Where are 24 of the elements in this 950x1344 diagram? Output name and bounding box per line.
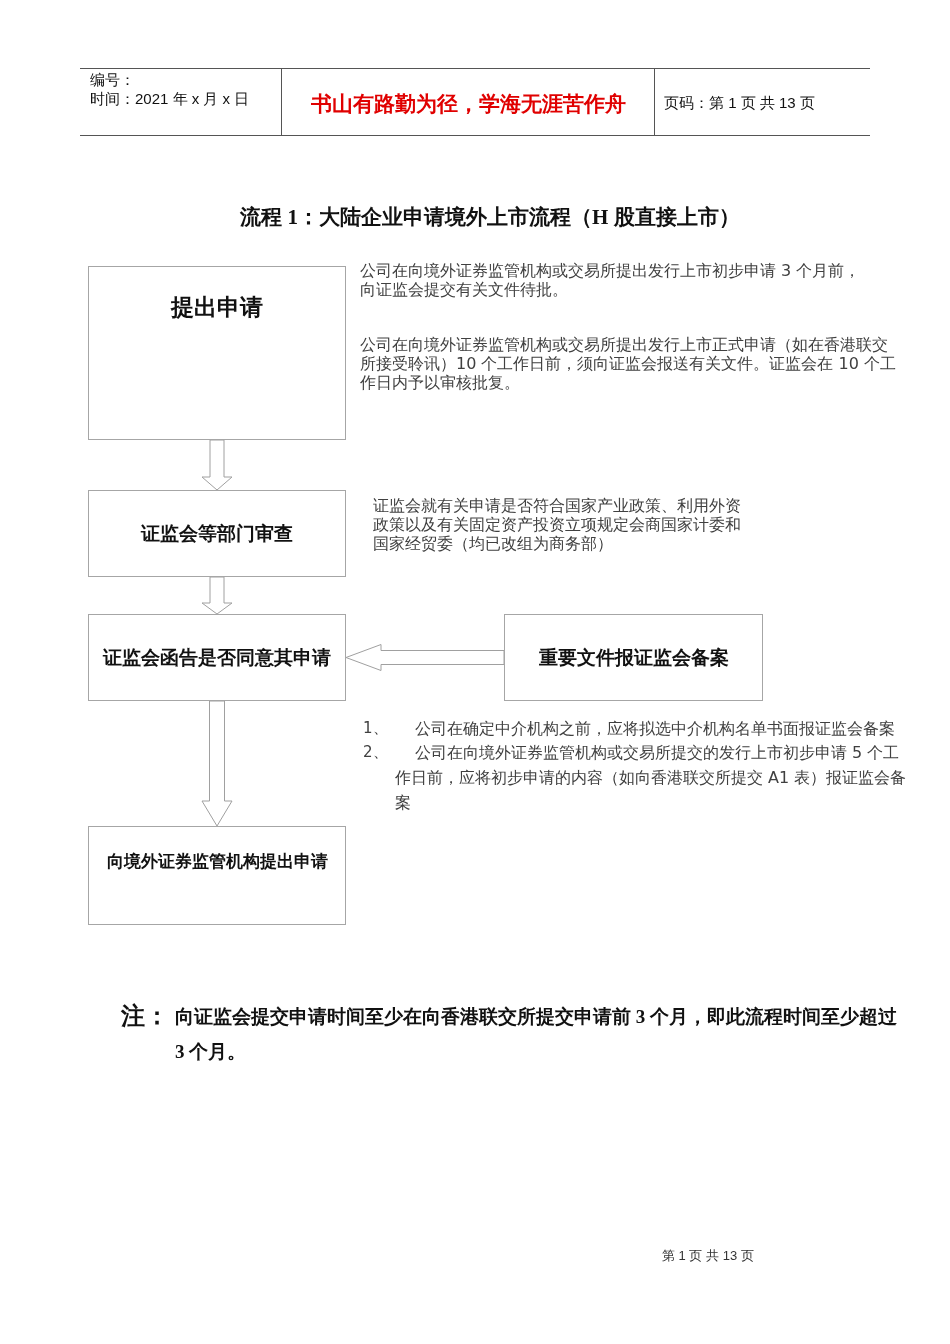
process-box: 重要文件报证监会备案 [504, 614, 763, 701]
process-box: 证监会等部门审查 [88, 490, 346, 577]
process-box: 提出申请 [88, 266, 346, 440]
process-box: 证监会函告是否同意其申请 [88, 614, 346, 701]
note-heading: 注： [121, 1002, 169, 1031]
description-text: 证监会就有关申请是否符合国家产业政策、利用外资政策以及有关固定资产投资立项规定会商国家计委和国家经贸委（均已改组为商务部） [373, 496, 742, 553]
header-text: 时间：2021 年 x 月 x 日 [90, 90, 250, 108]
header-text: 编号： [90, 71, 135, 89]
page-number: 第 1 页 共 13 页 [662, 1247, 754, 1265]
page-info-text: 页码：第 1 页 共 13 页 [664, 94, 815, 112]
list-item-text: 公司在向境外证券监管机构或交易所提交的发行上市初步申请 5 个工作日前，应将初步申请的内容（如向香港联交所提交 A1 表）报证监会备案 [395, 742, 908, 814]
block-arrow [201, 439, 233, 491]
list-number: 1、 [363, 718, 388, 739]
list-item-text: 公司在确定中介机构之前，应将拟选中介机构名单书面报证监会备案 [414, 718, 896, 740]
list-number: 2、 [363, 742, 388, 763]
process-box: 向境外证券监管机构提出申请 [88, 826, 346, 925]
block-arrow [201, 576, 233, 615]
description-text: 公司在向境外证券监管机构或交易所提出发行上市正式申请（如在香港联交所接受聆讯）10 个工作日前，须向证监会报送有关文件。证监会在 10 个工作日内予以审核批复。 [360, 335, 897, 392]
motto-text: 书山有路勤为径，学海无涯苦作舟 [310, 91, 626, 117]
title: 流程 1：大陆企业申请境外上市流程（H 股直接上市） [240, 204, 740, 231]
block-arrow [201, 700, 233, 827]
description-text: 公司在向境外证券监管机构或交易所提出发行上市初步申请 3 个月前，向证监会提交有关文件待批。 [360, 261, 862, 299]
note-text: 向证监会提交申请时间至少在向香港联交所提交申请前 3 个月，即此流程时间至少超过 3 个月。 [175, 1005, 898, 1064]
block-arrow [345, 644, 505, 671]
